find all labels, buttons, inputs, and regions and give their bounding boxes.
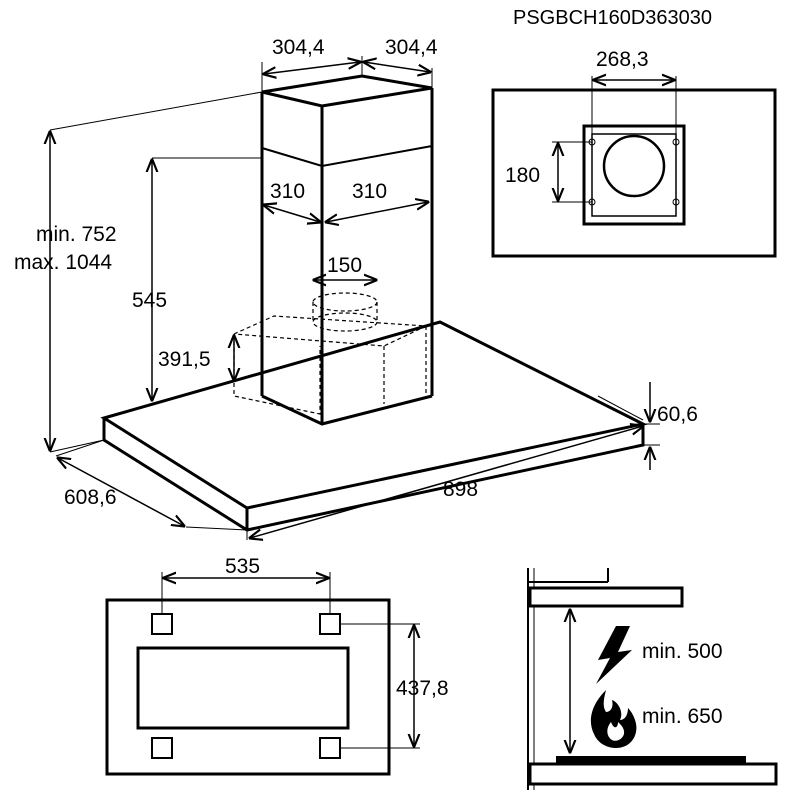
flame-icon: [590, 690, 637, 748]
dim-hood-width: 898: [443, 478, 478, 501]
clearance-view: min. 500 min. 650: [527, 568, 778, 790]
dim-bracket-spacing-x: 535: [225, 555, 260, 578]
ceiling-plate-view: 268,3 180: [491, 48, 777, 258]
model-code: PSGBCH160D363030: [513, 7, 712, 29]
dim-height-max: max. 1044: [14, 251, 112, 274]
dim-ceiling-plate-width: 268,3: [596, 48, 649, 71]
clearance-electric-label: min. 500: [642, 640, 723, 663]
dim-chimney-inner-right: 310: [352, 180, 387, 203]
dim-duct-diameter: 150: [327, 254, 362, 277]
dim-hood-depth: 608,6: [64, 486, 117, 509]
dim-motor-height: 391,5: [158, 348, 211, 371]
dim-hood-thickness: 60,6: [657, 403, 698, 426]
dim-chimney-top-left: 304,4: [272, 36, 325, 59]
clearance-gas-label: min. 650: [642, 705, 723, 728]
hood-bottom-view: 535 437,8: [105, 555, 449, 776]
chimney: [260, 74, 434, 426]
dim-height-min: min. 752: [36, 223, 117, 246]
dim-bracket-spacing-y: 437,8: [396, 677, 449, 700]
dim-chimney-height: 545: [132, 289, 167, 312]
dim-ceiling-plate-height: 180: [505, 164, 540, 187]
lightning-bolt-icon: [596, 626, 632, 684]
hood-isometric-view: 304,4 304,4 310 310 150 min. 752 max. 10…: [14, 36, 698, 540]
dim-chimney-top-right: 304,4: [385, 36, 438, 59]
dim-chimney-inner-left: 310: [270, 180, 305, 203]
